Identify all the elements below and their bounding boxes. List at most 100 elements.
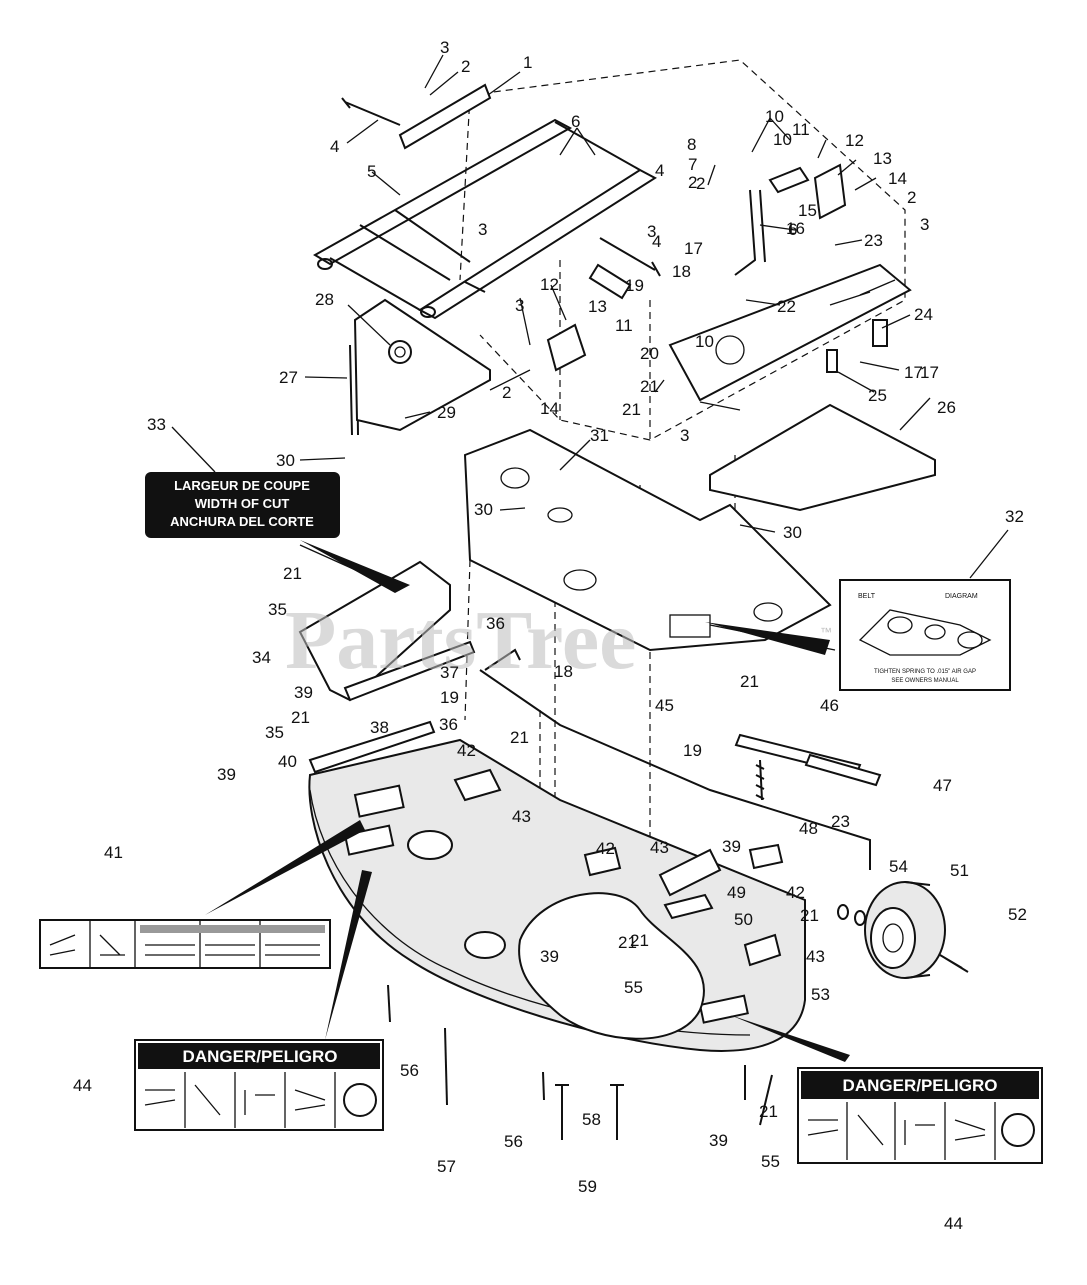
danger-text-left: DANGER/PELIGRO [183, 1047, 338, 1066]
right-shield-26 [709, 403, 936, 512]
callout-23: 23 [864, 231, 883, 250]
bolt-59-a [555, 1084, 569, 1140]
callout-leaders [171, 54, 1009, 579]
callout-44-left: 44 [73, 1076, 92, 1095]
callout-49: 49 [727, 883, 746, 902]
bracket-43-d [743, 933, 782, 967]
callout-19: 19 [625, 276, 644, 295]
bracket-13-right [813, 163, 847, 220]
callout-28: 28 [315, 290, 334, 309]
callout-17-far: 17 [920, 363, 939, 382]
washer-54-a [837, 904, 849, 920]
callout-31: 31 [590, 426, 609, 445]
callout-21-b: 21 [800, 906, 819, 925]
callout-6-right: 6 [788, 220, 797, 239]
callout-58: 58 [582, 1110, 601, 1129]
callout-16: 16 [786, 219, 805, 238]
callout-19-mid: 19 [683, 741, 702, 760]
callout-43-c: 43 [806, 947, 825, 966]
callout-17-right: 17 [904, 363, 923, 382]
chute-shield-34 [298, 560, 451, 702]
callout-39-mid: 39 [722, 837, 741, 856]
callout-25: 25 [868, 386, 887, 405]
left-shield-plate-28 [353, 298, 491, 432]
callout-37: 37 [440, 663, 459, 682]
callout-6: 6 [571, 112, 580, 131]
bolt-57 [444, 1027, 448, 1106]
callout-3-right: 3 [920, 215, 929, 234]
callout-46: 46 [820, 696, 839, 715]
callout-7: 7 [688, 155, 697, 174]
leader-44-left [325, 870, 372, 1040]
spring-48 [755, 759, 765, 801]
spindle-hole-left [407, 830, 453, 860]
bolt-4-middle [599, 237, 661, 277]
callout-3-left: 3 [515, 296, 524, 315]
callout-23-low: 23 [831, 812, 850, 831]
callout-45: 45 [655, 696, 674, 715]
front-hitch-frame [313, 118, 657, 320]
callout-55-bottom: 55 [761, 1152, 780, 1171]
assembly-outline-dashed [459, 59, 906, 441]
spacer-24 [872, 319, 888, 347]
callout-51: 51 [950, 861, 969, 880]
callout-42-a: 42 [457, 741, 476, 760]
callout-57: 57 [437, 1157, 456, 1176]
gauge-wheel-51 [864, 881, 946, 979]
bracket-36-upper [343, 640, 476, 702]
watermark: PartsTree [285, 594, 636, 687]
callout-27: 27 [279, 368, 298, 387]
callout-21-mid2: 21 [640, 377, 659, 396]
callout-24: 24 [914, 305, 933, 324]
bracket-13-left [546, 323, 587, 372]
callout-21-left: 21 [291, 708, 310, 727]
width-of-cut-line2: WIDTH OF CUT [195, 496, 290, 511]
callout-2-mid2: 2 [696, 174, 705, 193]
callout-4-mid: 4 [652, 232, 661, 251]
danger-decal-right: DANGER/PELIGRO [797, 1067, 1043, 1164]
callout-39-deck: 39 [540, 947, 559, 966]
callout-53: 53 [811, 985, 830, 1004]
callout-56-b: 56 [504, 1132, 523, 1151]
bracket-42-c [748, 843, 784, 870]
callout-33: 33 [147, 415, 166, 434]
callout-3: 3 [440, 38, 449, 57]
callout-14: 14 [888, 169, 907, 188]
callout-19-left: 19 [440, 688, 459, 707]
callout-10: 10 [765, 107, 784, 126]
spindle-hole-center [464, 931, 506, 959]
callout-2-right: 2 [907, 188, 916, 207]
tube-11-right [768, 166, 810, 194]
width-of-cut-line1: LARGEUR DE COUPE [174, 478, 310, 493]
callout-48: 48 [799, 819, 818, 838]
deck-top-plate-31 [463, 428, 832, 652]
callout-18-mid: 18 [554, 662, 573, 681]
callout-52: 52 [1008, 905, 1027, 924]
callout-38: 38 [370, 718, 389, 737]
callout-42-c: 42 [786, 883, 805, 902]
callout-32: 32 [1005, 507, 1024, 526]
callout-2-mid: 2 [688, 173, 697, 192]
bolt-56-b [542, 1071, 545, 1101]
callout-11-left: 11 [615, 316, 633, 335]
bolt-4-upper [341, 97, 401, 126]
callout-21-top: 21 [740, 672, 759, 691]
lift-rod-15 [734, 189, 766, 276]
callout-42-b: 42 [596, 839, 615, 858]
plate-50 [663, 893, 714, 920]
bracket-plate-1 [398, 83, 492, 150]
callout-10-mid: 10 [695, 332, 714, 351]
callout-5: 5 [367, 162, 376, 181]
callout-17: 17 [684, 239, 703, 258]
callout-21-bottom: 21 [759, 1102, 778, 1121]
callout-29: 29 [437, 403, 456, 422]
watermark-tm: ™ [820, 625, 832, 639]
callout-56-a: 56 [400, 1061, 419, 1080]
callout-1: 1 [523, 53, 532, 72]
callout-22: 22 [777, 297, 796, 316]
leader-44-right [730, 1015, 850, 1062]
callout-21-deck: 21 [630, 931, 649, 950]
belt-guard [518, 892, 705, 1040]
axle-bolt-52 [939, 954, 969, 973]
